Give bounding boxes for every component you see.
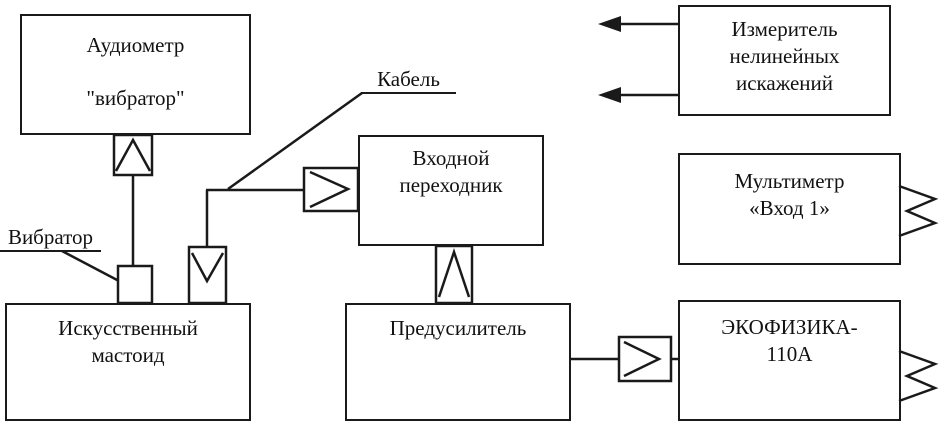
box-artificial-mastoid-line1: Искусственный [58, 316, 198, 340]
box-input-adapter-line2: переходник [399, 173, 503, 197]
plug-connector-icon-preamp-top [434, 244, 474, 305]
cable-label: Кабель [361, 66, 456, 94]
plug-connector-icon-preamp-out [617, 335, 673, 383]
box-multimeter-line1: Мультиметр [734, 169, 845, 193]
box-ecophysica: ЭКОФИЗИКА- 110А [678, 300, 901, 421]
box-multimeter: Мультиметр «Вход 1» [678, 153, 901, 265]
box-distortion-meter-line3: искажений [735, 71, 834, 95]
box-preamplifier: Предусилитель [345, 303, 571, 421]
box-multimeter-line2: «Вход 1» [749, 196, 830, 220]
vibrator-label-pointer-line [61, 249, 120, 283]
panel-connector-icon-multimeter [898, 184, 939, 238]
box-artificial-mastoid: Искусственный мастоид [5, 303, 251, 421]
box-distortion-meter-line2: нелинейных [729, 44, 840, 68]
plug-connector-icon-audiometer [112, 133, 154, 177]
box-ecophysica-line1: ЭКОФИЗИКА- [721, 315, 858, 339]
box-distortion-meter: Измеритель нелинейных искажений [678, 5, 891, 116]
signal-arrow-icon-bottom [598, 87, 679, 103]
plug-connector-icon-input-adapter [302, 166, 360, 213]
box-preamplifier-line1: Предусилитель [389, 316, 527, 340]
box-distortion-meter-line1: Измеритель [731, 17, 838, 41]
box-audiometer-line1: Аудиометр [86, 33, 185, 57]
box-artificial-mastoid-line2: мастоид [91, 343, 165, 367]
plug-connector-icon-mastoid [187, 245, 228, 305]
box-input-adapter: Входной переходник [358, 135, 544, 246]
panel-connector-icon-ecophysica [898, 349, 939, 403]
vibrator-label: Вибратор [0, 224, 101, 252]
box-input-adapter-line1: Входной [412, 146, 490, 170]
vibrator-contact-square-icon [116, 264, 154, 305]
box-ecophysica-line2: 110А [766, 342, 813, 366]
box-audiometer: Аудиометр "вибратор" [20, 14, 251, 135]
signal-arrow-icon-top [598, 16, 679, 32]
box-audiometer-line2: "вибратор" [86, 86, 185, 110]
